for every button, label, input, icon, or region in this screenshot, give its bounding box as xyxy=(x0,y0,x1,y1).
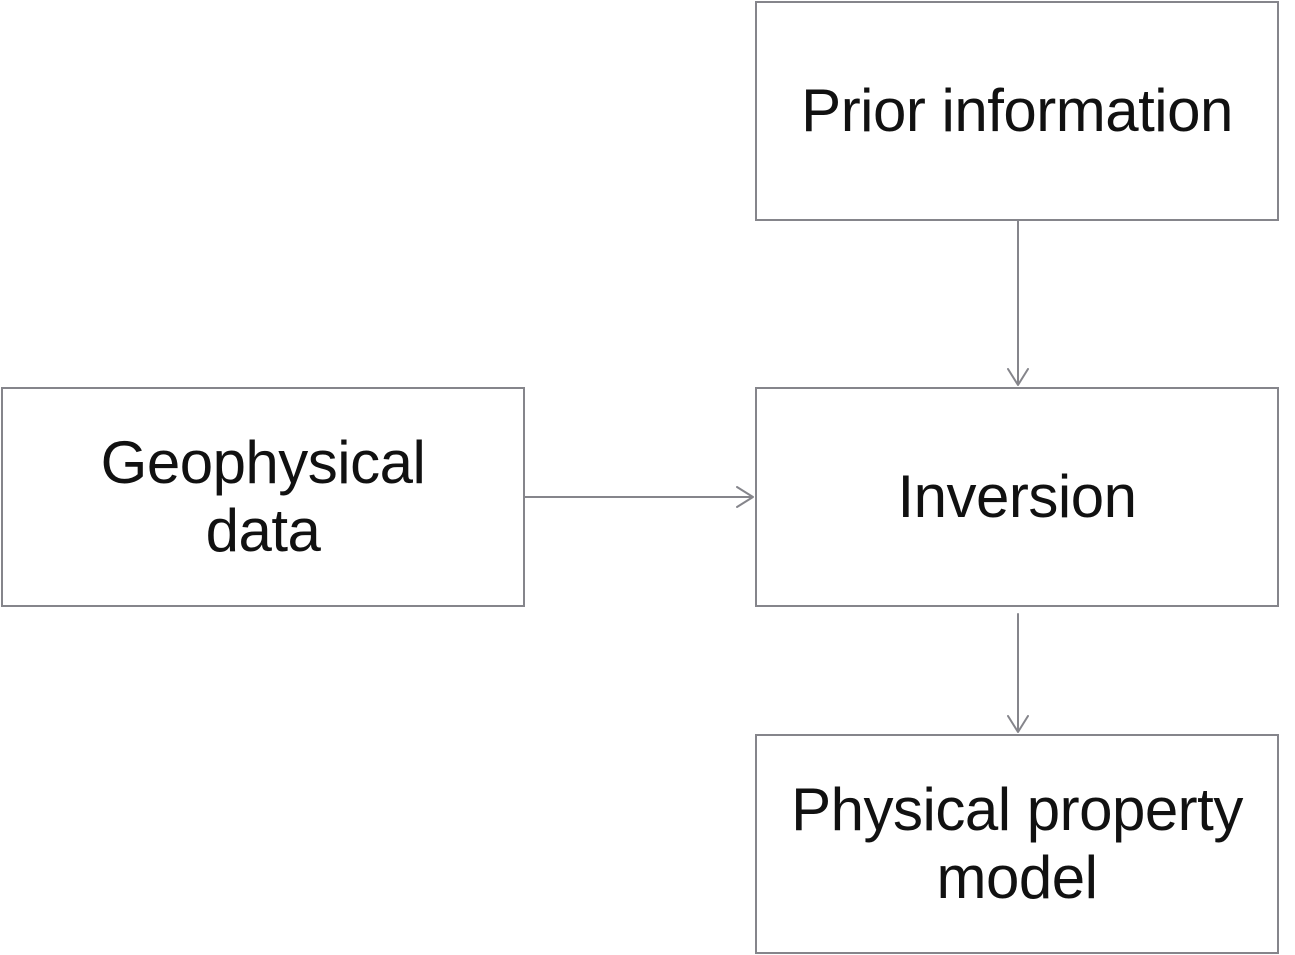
edge-prior-to-inversion xyxy=(1007,220,1029,386)
arrowhead-icon xyxy=(736,486,754,508)
node-prior-information: Prior information xyxy=(755,1,1279,221)
node-physical-property-model: Physical property model xyxy=(755,734,1279,954)
arrowhead-icon xyxy=(1007,715,1029,733)
edge-geophysical-to-inversion xyxy=(524,486,754,508)
node-geophysical-data: Geophysical data xyxy=(1,387,525,607)
edge-inversion-to-model xyxy=(1007,613,1029,733)
arrowhead-icon xyxy=(1007,368,1029,386)
node-label: Prior information xyxy=(801,77,1233,144)
node-label: Geophysical data xyxy=(100,429,426,564)
node-label: Inversion xyxy=(897,463,1137,530)
node-inversion: Inversion xyxy=(755,387,1279,607)
node-label: Physical property model xyxy=(791,776,1243,911)
